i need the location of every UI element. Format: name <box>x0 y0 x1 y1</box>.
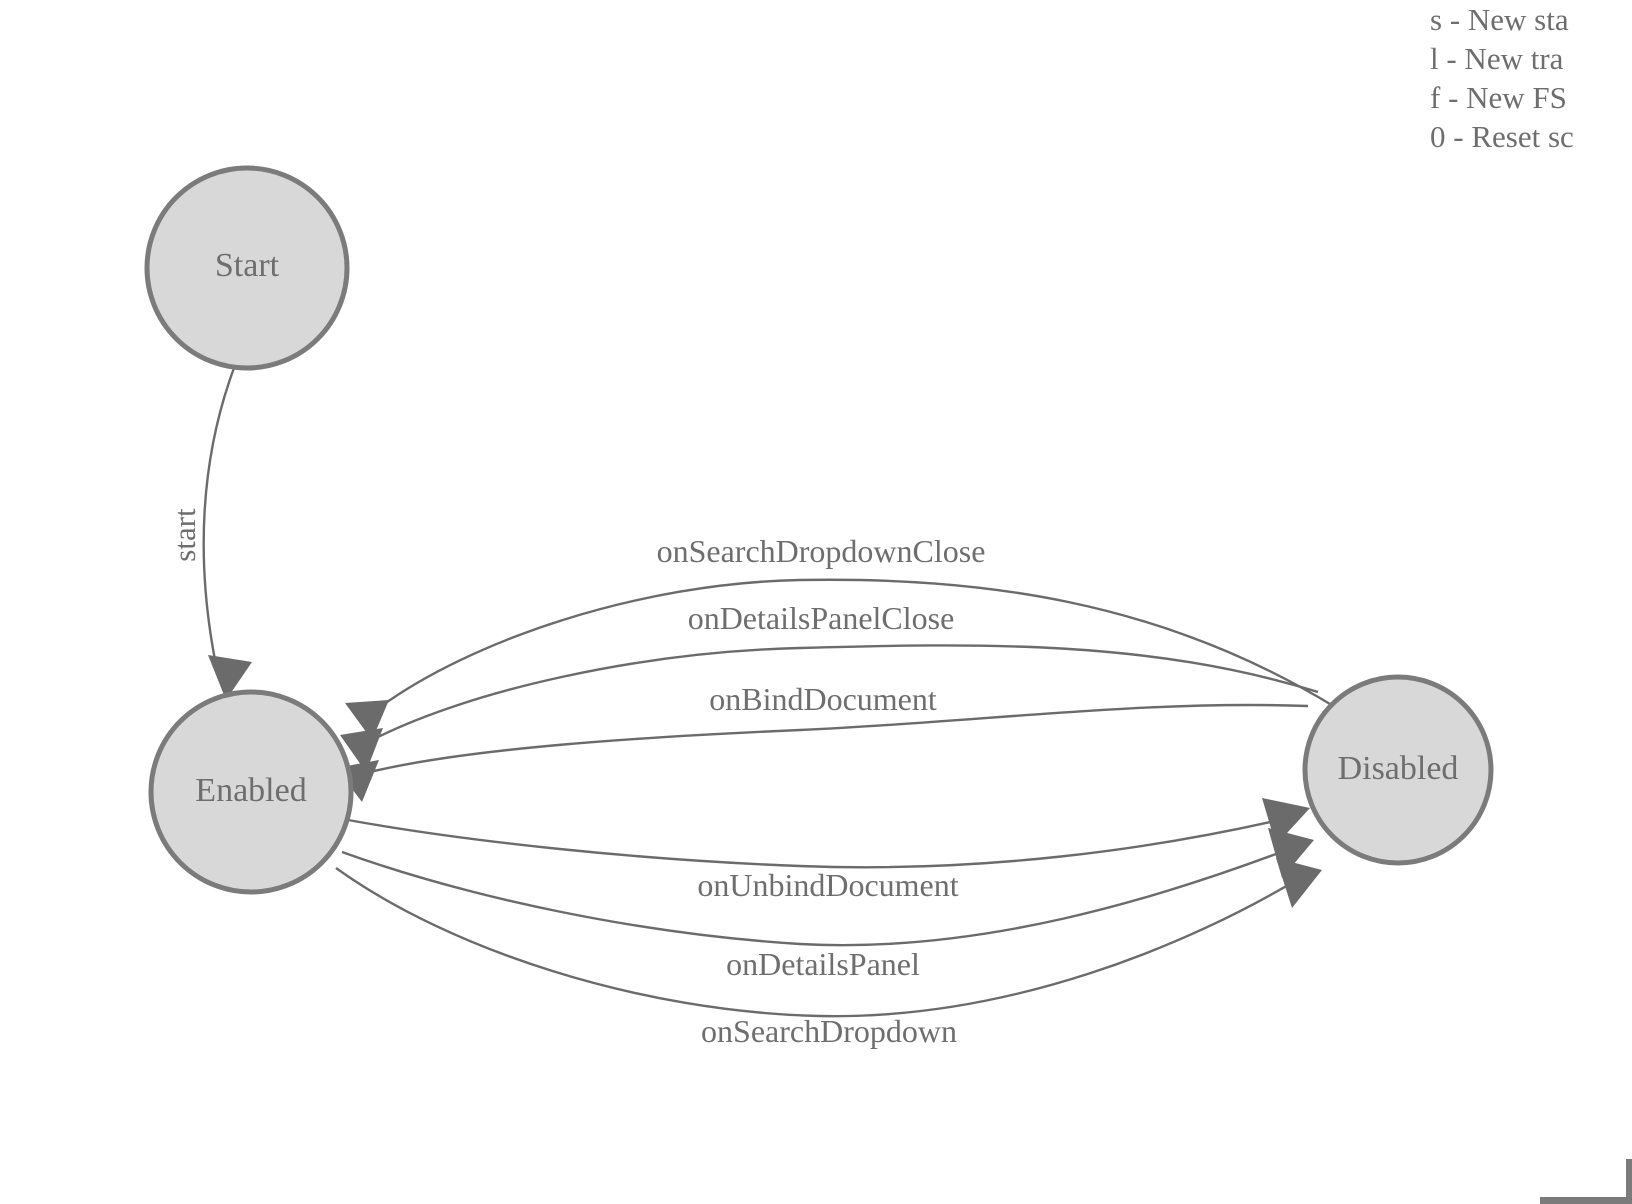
node-disabled-label: Disabled <box>1338 750 1459 787</box>
node-enabled-circle <box>148 689 354 895</box>
edge-search-dropdown-path <box>335 867 1301 1018</box>
node-enabled-label: Enabled <box>195 772 306 809</box>
edge-bind-document-path <box>369 703 1309 774</box>
edge-start-to-enabled-arrowhead <box>208 655 252 700</box>
node-start[interactable]: Start <box>144 165 350 371</box>
edge-search-dropdown-close-arrowhead <box>345 700 389 740</box>
edge-label-start: start <box>167 508 202 562</box>
edge-label-bind-document: onBindDocument <box>709 681 937 717</box>
edge-details-panel-close[interactable] <box>340 644 1319 772</box>
node-disabled[interactable]: Disabled <box>1302 674 1494 866</box>
node-start-label: Start <box>215 247 280 284</box>
edge-search-dropdown-arrowhead <box>1276 858 1322 908</box>
edge-unbind-document-path <box>347 816 1289 869</box>
edge-bind-document[interactable] <box>336 703 1309 802</box>
node-disabled-circle <box>1302 674 1494 866</box>
edge-details-panel-close-path <box>371 644 1319 742</box>
edge-search-dropdown-close[interactable] <box>345 578 1336 740</box>
edge-search-dropdown[interactable] <box>335 858 1322 1018</box>
edge-label-search-dropdown: onSearchDropdown <box>701 1013 957 1049</box>
edge-start-to-enabled-path <box>202 367 236 661</box>
edge-search-dropdown-close-path <box>375 578 1336 711</box>
node-start-circle <box>144 165 350 371</box>
edge-label-unbind-document: onUnbindDocument <box>697 867 958 903</box>
edge-label-search-dropdown-close: onSearchDropdownClose <box>657 533 986 569</box>
node-enabled[interactable]: Enabled <box>148 689 354 895</box>
edge-label-details-panel: onDetailsPanel <box>726 946 920 982</box>
edge-unbind-document[interactable] <box>347 798 1310 869</box>
edge-start-to-enabled[interactable] <box>202 367 252 700</box>
edge-label-details-panel-close: onDetailsPanelClose <box>688 600 955 636</box>
edge-details-panel-close-arrowhead <box>340 728 383 772</box>
edge-details-panel-path <box>341 846 1293 947</box>
